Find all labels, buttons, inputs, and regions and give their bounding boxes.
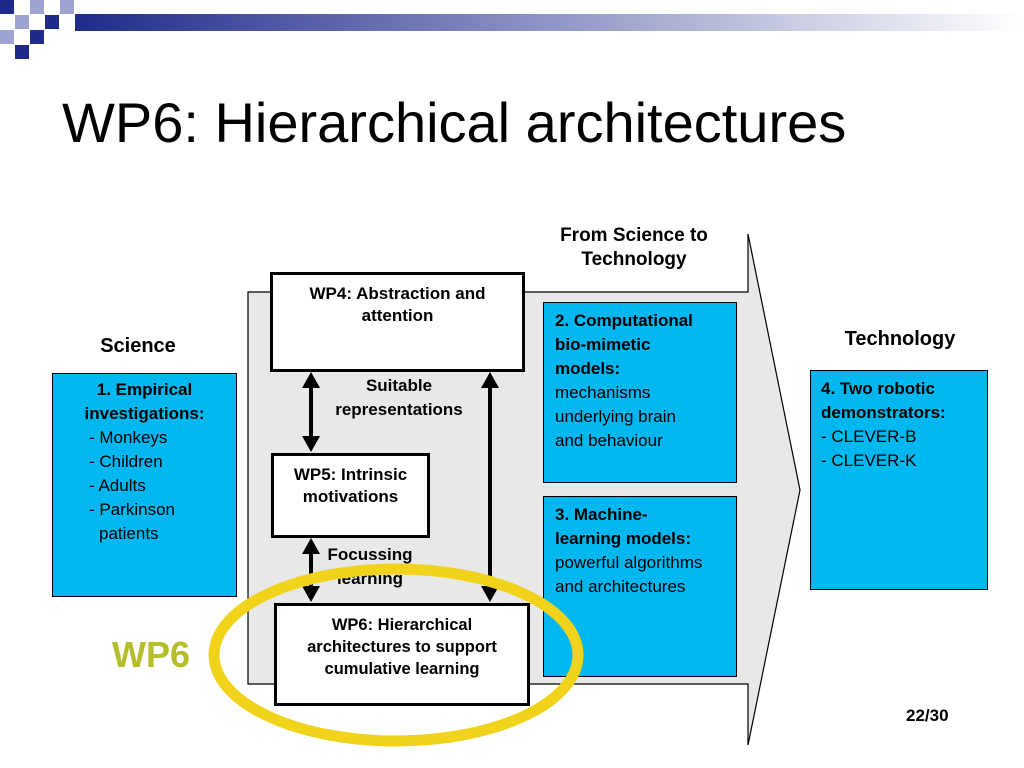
wp6-line: architectures to support <box>307 638 497 656</box>
list-item: - Monkeys <box>89 428 168 447</box>
from-science-label: From Science to Technology <box>520 224 748 272</box>
computational-models-box: 2. Computational bio-mimetic models: mec… <box>543 302 737 483</box>
deco-square <box>30 30 44 44</box>
box-heading: 3. Machine- <box>555 505 648 524</box>
wp4-line: attention <box>361 306 434 325</box>
wp5-line: WP5: Intrinsic <box>293 465 408 484</box>
deco-square <box>60 0 74 14</box>
arrowhead-icon <box>302 436 320 452</box>
slide-title: WP6: Hierarchical architectures <box>62 91 847 154</box>
box-heading: models: <box>555 359 621 378</box>
box-heading: learning models: <box>555 529 692 548</box>
arrowhead-icon <box>302 372 320 388</box>
wp5-box: WP5: Intrinsic motivations <box>271 453 430 538</box>
box-heading: 1. Empirical <box>96 380 193 399</box>
list-item: - CLEVER-K <box>821 451 917 470</box>
machine-learning-models-box: 3. Machine- learning models: powerful al… <box>543 496 737 677</box>
list-item: - CLEVER-B <box>821 427 917 446</box>
box-heading: bio-mimetic <box>555 335 651 354</box>
title-gradient-bar <box>75 14 1024 31</box>
list-item: - Parkinson <box>89 500 175 519</box>
list-item: patients <box>99 524 159 543</box>
suitable-representations-label: Suitable representations <box>318 374 480 422</box>
box-heading: 2. Computational <box>555 311 693 330</box>
focussing-learning-label: Focussing learning <box>316 543 424 591</box>
wp6-box: WP6: Hierarchical architectures to suppo… <box>274 603 530 706</box>
deco-square <box>45 15 59 29</box>
deco-square <box>30 0 44 14</box>
deco-square <box>0 0 14 14</box>
robotic-demonstrators-box: 4. Two robotic demonstrators: - CLEVER-B… <box>810 370 988 590</box>
deco-square <box>0 30 14 44</box>
list-item: - Adults <box>89 476 146 495</box>
connector-line: representations <box>335 400 463 419</box>
wp4-box: WP4: Abstraction and attention <box>270 272 525 372</box>
page-number: 22/30 <box>906 706 949 725</box>
deco-square <box>15 45 29 59</box>
arrowhead-icon <box>302 538 320 554</box>
wp6-line: WP6: Hierarchical <box>331 616 473 634</box>
arrowhead-icon <box>481 372 499 388</box>
wp6-callout-label: WP6 <box>112 634 191 675</box>
box-heading: investigations: <box>84 404 205 423</box>
connector-line: learning <box>336 569 404 588</box>
deco-square <box>15 15 29 29</box>
science-label: Science <box>100 335 176 357</box>
connector-line: Suitable <box>365 376 433 395</box>
box-text: and behaviour <box>555 431 663 450</box>
wp5-line: motivations <box>302 487 399 506</box>
box-heading: demonstrators: <box>821 403 946 422</box>
box-heading: 4. Two robotic <box>821 379 935 398</box>
box-text: powerful algorithms <box>555 553 703 572</box>
connector-line: Focussing <box>327 545 413 564</box>
from-science-line: From Science to <box>560 225 708 246</box>
wp6-line: cumulative learning <box>324 660 480 678</box>
wp4-line: WP4: Abstraction and <box>309 284 486 303</box>
box-text: underlying brain <box>555 407 676 426</box>
technology-label: Technology <box>844 328 956 350</box>
box-text: and architectures <box>555 577 686 596</box>
list-item: - Children <box>89 452 163 471</box>
from-science-line: Technology <box>581 249 687 270</box>
empirical-investigations-box: 1. Empirical investigations: - Monkeys -… <box>52 373 237 597</box>
box-text: mechanisms <box>555 383 651 402</box>
